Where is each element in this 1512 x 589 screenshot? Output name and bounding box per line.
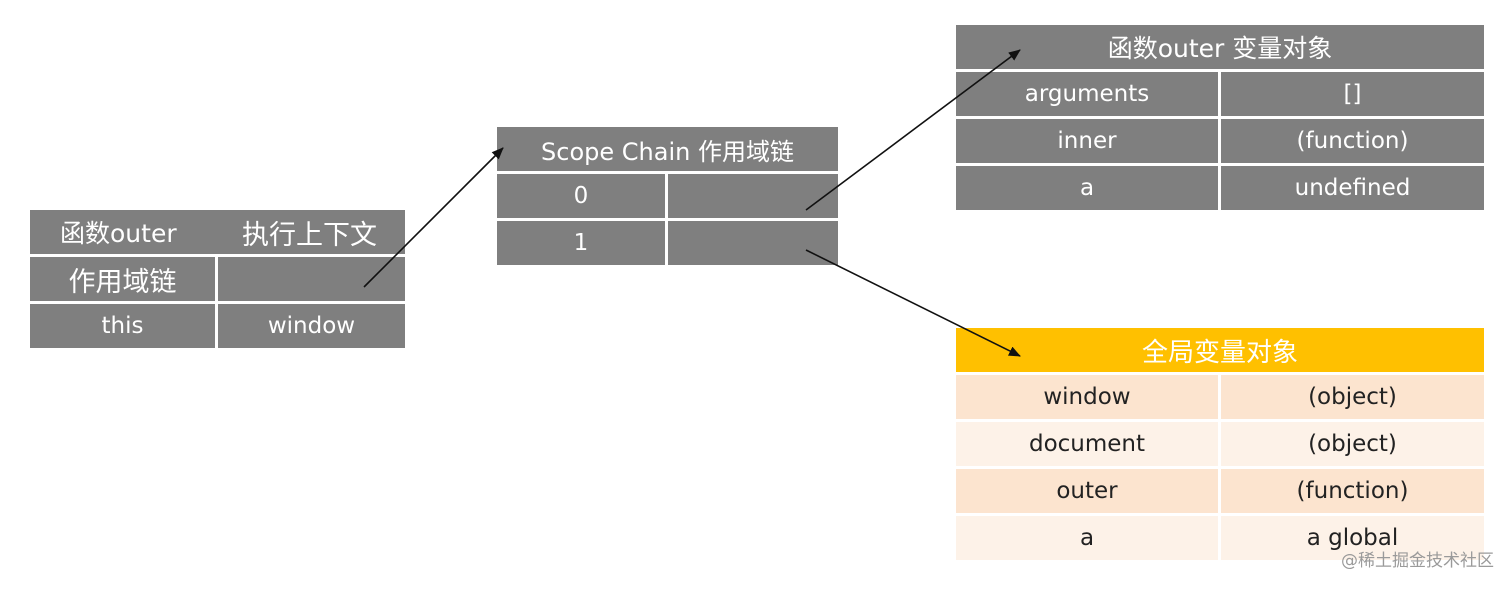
global-vo-header: 全局变量对象 (956, 328, 1484, 372)
global-variable-object-table: 全局变量对象 window (object) document (object)… (956, 328, 1484, 560)
global-vo-value: a global (1221, 516, 1484, 560)
context-row-value: window (218, 304, 405, 348)
global-vo-key: a (956, 516, 1218, 560)
global-vo-value: (object) (1221, 422, 1484, 466)
outer-vo-value: (function) (1221, 119, 1484, 163)
outer-vo-value: [] (1221, 72, 1484, 116)
scope-chain-table: Scope Chain 作用域链 0 1 (497, 127, 838, 265)
global-vo-key: outer (956, 469, 1218, 513)
watermark: @稀土掘金技术社区 (1341, 551, 1494, 571)
scope-chain-pointer (668, 174, 838, 218)
arrow-chain-0-to-outer-vo (805, 49, 1021, 211)
context-header-left: 函数outer (60, 219, 177, 248)
context-header-right: 执行上下文 (242, 219, 377, 251)
arrow-chain-1-to-global-vo (805, 249, 1021, 357)
scope-chain-index: 0 (497, 174, 665, 218)
context-header: 函数outer 执行上下文 (30, 210, 405, 254)
outer-vo-key: arguments (956, 72, 1218, 116)
outer-vo-key: a (956, 166, 1218, 210)
global-vo-value: (object) (1221, 375, 1484, 419)
outer-vo-value: undefined (1221, 166, 1484, 210)
arrow-context-to-scope-chain (363, 147, 504, 288)
scope-chain-index: 1 (497, 221, 665, 265)
outer-vo-header: 函数outer 变量对象 (956, 25, 1484, 69)
context-row-key: 作用域链 (30, 257, 215, 301)
global-vo-key: document (956, 422, 1218, 466)
context-row-key: this (30, 304, 215, 348)
global-vo-key: window (956, 375, 1218, 419)
outer-variable-object-table: 函数outer 变量对象 arguments [] inner (functio… (956, 25, 1484, 210)
outer-vo-key: inner (956, 119, 1218, 163)
scope-chain-pointer (668, 221, 838, 265)
scope-chain-header: Scope Chain 作用域链 (497, 127, 838, 171)
context-row-value (218, 257, 405, 301)
global-vo-value: (function) (1221, 469, 1484, 513)
execution-context-table: 函数outer 执行上下文 作用域链 this window (30, 210, 405, 348)
